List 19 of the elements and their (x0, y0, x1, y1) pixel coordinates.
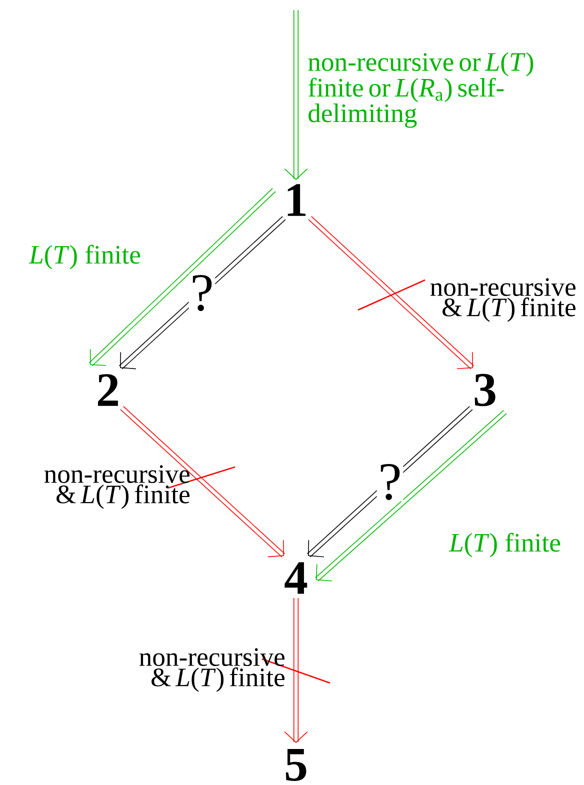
double-arrow (284, 598, 308, 743)
double-arrow (284, 10, 308, 180)
edge-label: L(T) finite (28, 244, 140, 270)
step-number: 3 (474, 374, 496, 406)
edge-label: L(T) finite (448, 532, 560, 558)
double-arrow (315, 410, 507, 582)
edge-label: non-recursive & L(T) finite (139, 648, 284, 692)
edge-label: non-recursive & L(T) finite (430, 278, 576, 322)
step-number: 5 (286, 749, 306, 781)
edge-label: non-recursive & L(T) finite (44, 465, 190, 509)
double-arrow (120, 406, 285, 558)
edge-label: non-recursive or L(T) finite or L(R$_{a}$) self-delimiting (308, 52, 534, 128)
step-number: 2 (98, 374, 118, 406)
question-mark: ? (376, 462, 404, 502)
step-number: 1 (288, 184, 306, 216)
question-mark: ? (188, 274, 216, 312)
double-arrow (88, 188, 276, 366)
double-arrow (308, 216, 474, 370)
step-number: 4 (284, 562, 308, 594)
